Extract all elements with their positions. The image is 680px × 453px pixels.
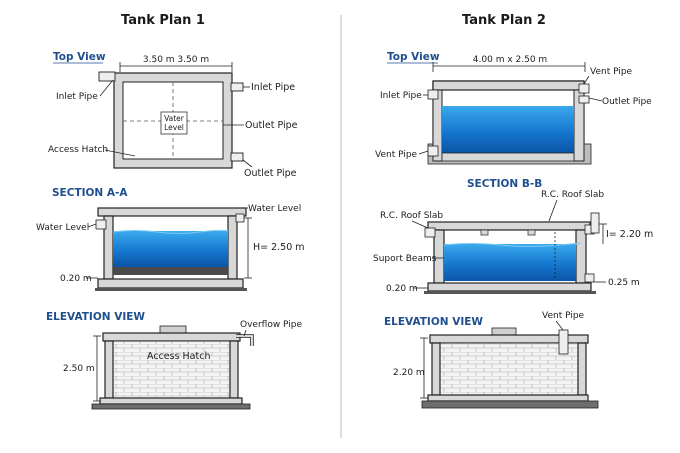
plan1-section-water-level-right: Water Level bbox=[248, 204, 301, 214]
plan1-top-dims: 3.50 m 3.50 m bbox=[143, 55, 209, 65]
plan2-section-height: I= 2.20 m bbox=[606, 229, 653, 240]
plan2-elevation-heading: ELEVATION VIEW bbox=[384, 316, 483, 328]
plan1-elevation-bricks bbox=[112, 340, 231, 399]
plan1-outlet-pipe bbox=[230, 152, 244, 162]
plan2-support-beams-label: Suport Beams bbox=[373, 254, 437, 264]
plan1-inlet-pipe-left-label: Inlet Pipe bbox=[56, 92, 98, 102]
plan1-inlet-pipe-right bbox=[230, 82, 244, 92]
plan2-elevation-height: 2.20 m bbox=[393, 368, 425, 378]
plan1-inlet-pipe-left bbox=[98, 71, 116, 82]
plan1-water-level-box bbox=[160, 111, 188, 135]
plan1-elevation-view: ELEVATION VIEW Overflow Pipe Access Hatc… bbox=[46, 311, 302, 410]
plan2-vent-pipe-label: Vent Pipe bbox=[542, 311, 585, 321]
plan1-inlet-pipe-right-label: Inlet Pipe bbox=[251, 82, 295, 93]
plan2-elevation-view: ELEVATION VIEW Vent Pipe 2.20 m bbox=[384, 311, 599, 409]
plan1-title: Tank Plan 1 bbox=[121, 13, 205, 28]
plan2-roof-slab-right-label: R.C. Roof Slab bbox=[541, 190, 604, 200]
plan2-section-base: 0.20 m bbox=[386, 284, 418, 294]
plan2-vent-pipe-top-label: Vent Pipe bbox=[590, 67, 633, 77]
plan2-section-heading: SECTION B-B bbox=[467, 178, 542, 190]
plan2-vent-pipe-left-label: Vent Pipe bbox=[375, 150, 418, 160]
plan2-top-view-heading: Top View bbox=[387, 51, 440, 63]
plan2-inlet-pipe-label: Inlet Pipe bbox=[380, 91, 422, 101]
plan1-overflow-pipe-label: Overflow Pipe bbox=[240, 320, 302, 330]
plan1-outlet-pipe-label-1: Outlet Pipe bbox=[245, 120, 298, 131]
plan2-roof-slab-left-label: R.C. Roof Slab bbox=[380, 211, 443, 221]
plan1-section-water-level-left: Water Level bbox=[36, 223, 89, 233]
plan1-elevation-height: 2.50 m bbox=[63, 364, 95, 374]
plan1-water-level-line2: Level bbox=[164, 123, 184, 132]
plan1-section-water bbox=[113, 231, 228, 267]
plan1-top-view-heading: Top View bbox=[53, 51, 106, 63]
plan1-elevation-access-hatch: Access Hatch bbox=[147, 351, 210, 362]
plan2-title: Tank Plan 2 bbox=[462, 13, 546, 28]
plan1-section-height: H= 2.50 m bbox=[253, 242, 305, 253]
plan1-section-base: 0.20 m bbox=[60, 274, 92, 284]
plan2-top-dims: 4.00 m x 2.50 m bbox=[473, 55, 547, 65]
plan1-access-hatch-label: Access Hatch bbox=[48, 145, 108, 155]
plan2-section-water bbox=[444, 244, 576, 281]
plan1-section-heading: SECTION A-A bbox=[52, 187, 128, 199]
plan2-section-wall: 0.25 m bbox=[608, 278, 640, 288]
plan1-section-a-a: SECTION A-A Water Level Water Level H= 2… bbox=[36, 187, 305, 291]
plan2-section-b-b: SECTION B-B R.C. Roof Slab R.C. Roof Sla… bbox=[373, 178, 653, 294]
plan1-top-view: Top View 3.50 m 3.50 m Vater Level Inlet… bbox=[48, 51, 298, 179]
plan2-outlet-pipe-label: Outlet Pipe bbox=[602, 97, 652, 107]
plan1-water-level-line1: Vater bbox=[164, 114, 185, 123]
plan1-outlet-pipe-label-2: Outlet Pipe bbox=[244, 168, 297, 179]
plan2-elevation-bricks bbox=[439, 342, 579, 396]
plan1-elevation-heading: ELEVATION VIEW bbox=[46, 311, 145, 323]
plan2-top-view: Top View 4.00 m x 2.50 m Vent Pipe Inlet… bbox=[375, 51, 652, 165]
